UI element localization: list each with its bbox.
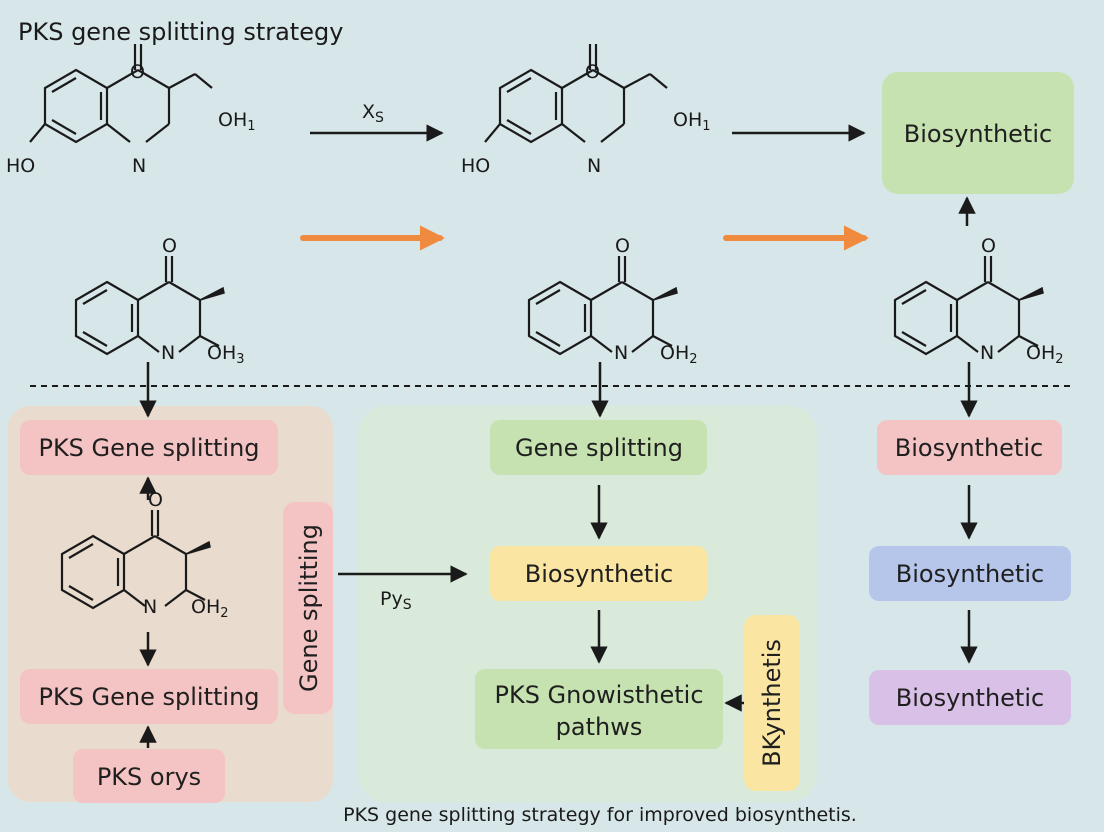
molecule-mid-left-side-group: OH3 [207,342,245,367]
box-left-pks-orys-label: PKS orys [97,763,201,791]
box-right-biosynthetic-1-label: Biosynthetic [895,434,1043,462]
molecule-top-left: O N HO OH1 [6,42,256,177]
molecule-top-left-carbonyl: O [130,61,145,83]
box-left-pks-orys [73,749,225,803]
molecule-mid-center: O N OH2 [527,235,698,367]
molecule-panel-left: O N OH2 [60,489,229,621]
molecule-top-left-hydroxyl: HO [6,155,35,177]
molecule-top-mid-hydroxyl: HO [461,155,490,177]
molecule-panel-left-carbonyl: O [148,489,163,511]
molecule-panel-left-nitrogen: N [143,596,157,618]
box-left-pks-gene-splitting-bottom [20,669,278,724]
box-right-biosynthetic-2-label: Biosynthetic [896,560,1044,588]
box-center-biosynthetic-label: Biosynthetic [525,560,673,588]
box-center-gene-splitting [490,420,707,475]
box-center-biosynthetic [490,546,707,601]
box-center-pks-pathways-line1: PKS Gnowisthetic [494,681,703,709]
molecule-top-mid-side-group: OH1 [673,109,711,134]
box-left-vertical-gene-splitting-label: Gene splitting [295,524,323,692]
box-right-biosynthetic-2 [869,546,1071,601]
box-top-biosynthetic [882,72,1074,194]
box-left-pks-gene-splitting-bottom-label: PKS Gene splitting [38,683,259,711]
molecule-mid-right-carbonyl: O [981,235,996,257]
molecule-mid-center-carbonyl: O [615,235,630,257]
molecule-top-left-side-group: OH1 [218,109,256,134]
molecule-top-left-nitrogen: N [132,155,146,177]
box-center-vertical-bkynthetis-label: BKynthetis [758,639,786,767]
diagram-title: PKS gene splitting strategy [18,18,343,46]
molecule-panel-left-side-group: OH2 [191,596,229,621]
molecule-mid-left: O N OH3 [74,235,245,367]
molecule-mid-right-side-group: OH2 [1026,342,1064,367]
box-right-biosynthetic-1 [877,420,1062,475]
arrow-top-left-label: XS [362,101,384,126]
box-left-pks-gene-splitting-top [20,420,278,475]
arrow-to-center-panel-label: PyS [380,588,412,613]
box-center-pks-pathways [475,669,723,749]
molecule-top-mid-nitrogen: N [587,155,601,177]
molecule-mid-left-nitrogen: N [161,342,175,364]
diagram-caption: PKS gene splitting strategy for improved… [343,804,857,826]
box-right-biosynthetic-3-label: Biosynthetic [896,684,1044,712]
box-top-biosynthetic-label: Biosynthetic [904,120,1052,148]
molecule-mid-right: O N OH2 [893,235,1064,367]
box-center-gene-splitting-label: Gene splitting [515,434,683,462]
box-left-pks-gene-splitting-top-label: PKS Gene splitting [38,434,259,462]
box-left-vertical-gene-splitting [283,502,333,714]
box-center-pks-pathways-line2: pathws [556,713,643,741]
molecule-mid-right-nitrogen: N [980,342,994,364]
molecule-top-mid-carbonyl: O [585,61,600,83]
box-center-vertical-bkynthetis [744,615,800,791]
box-right-biosynthetic-3 [869,670,1071,725]
molecule-mid-center-nitrogen: N [614,342,628,364]
molecule-mid-center-side-group: OH2 [660,342,698,367]
molecule-mid-left-carbonyl: O [162,235,177,257]
molecule-top-mid: O N HO OH1 [461,42,711,177]
